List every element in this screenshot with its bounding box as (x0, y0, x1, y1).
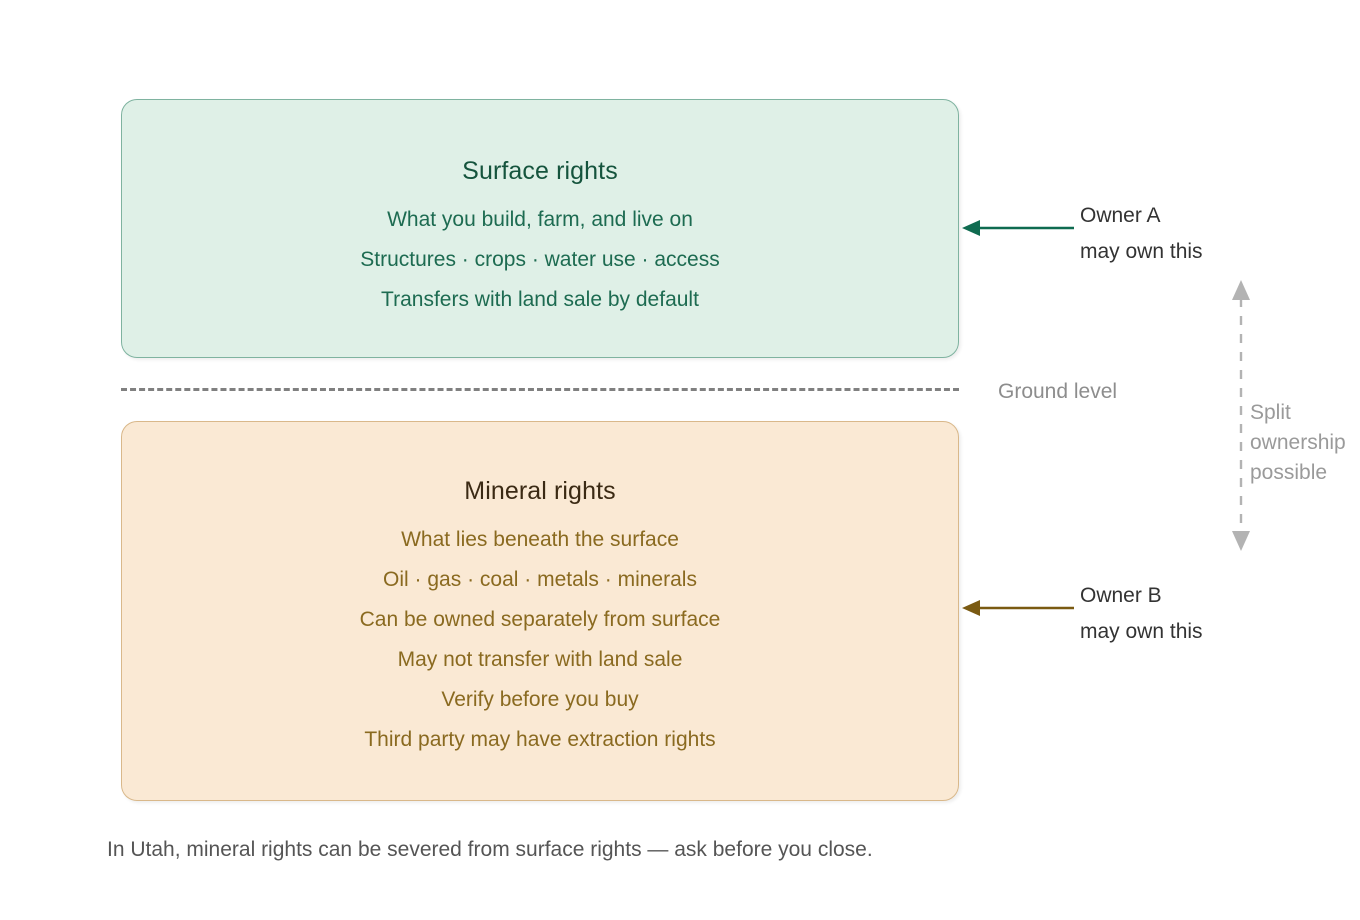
surface-rights-detail-line: Transfers with land sale by default (381, 288, 699, 311)
surface-rights-detail-line: What you build, farm, and live on (387, 208, 693, 231)
mineral-rights-detail-line: May not transfer with land sale (397, 648, 683, 671)
ground-level-dashed-line (121, 388, 959, 391)
surface-rights-detail-list: What you build, farm, and live on Struct… (122, 200, 958, 320)
surface-rights-detail-line: Structures · crops · water use · access (360, 248, 720, 271)
split-ownership-double-arrow-icon (1232, 280, 1250, 551)
owner-a-label-line1: Owner A (1080, 204, 1161, 227)
ground-level-label: Ground level (998, 380, 1118, 403)
split-ownership-label-line1: Split (1250, 401, 1291, 424)
footnote-text: In Utah, mineral rights can be severed f… (107, 838, 873, 861)
mineral-rights-detail-list: What lies beneath the surface Oil · gas … (122, 520, 958, 760)
owner-a-label-line2: may own this (1080, 240, 1203, 263)
owner-a-label: Owner A may own this (1080, 198, 1203, 270)
split-ownership-label-line3: possible (1250, 461, 1328, 484)
owner-b-label-line2: may own this (1080, 620, 1203, 643)
mineral-rights-detail-line: Verify before you buy (441, 688, 639, 711)
owner-a-arrow-icon (962, 220, 1074, 236)
mineral-rights-title: Mineral rights (464, 477, 616, 505)
owner-b-arrow-icon (962, 600, 1074, 616)
surface-rights-title: Surface rights (462, 157, 618, 185)
mineral-rights-detail-line: What lies beneath the surface (401, 528, 679, 551)
surface-rights-box: Surface rights What you build, farm, and… (121, 99, 959, 358)
split-ownership-label: Split ownership possible (1250, 398, 1360, 488)
mineral-rights-detail-line: Third party may have extraction rights (364, 728, 716, 751)
split-ownership-label-line2: ownership (1250, 431, 1346, 454)
owner-b-label-line1: Owner B (1080, 584, 1162, 607)
mineral-rights-detail-line: Oil · gas · coal · metals · minerals (383, 568, 697, 591)
mineral-rights-box: Mineral rights What lies beneath the sur… (121, 421, 959, 801)
mineral-rights-detail-line: Can be owned separately from surface (359, 608, 721, 631)
owner-b-label: Owner B may own this (1080, 578, 1203, 650)
